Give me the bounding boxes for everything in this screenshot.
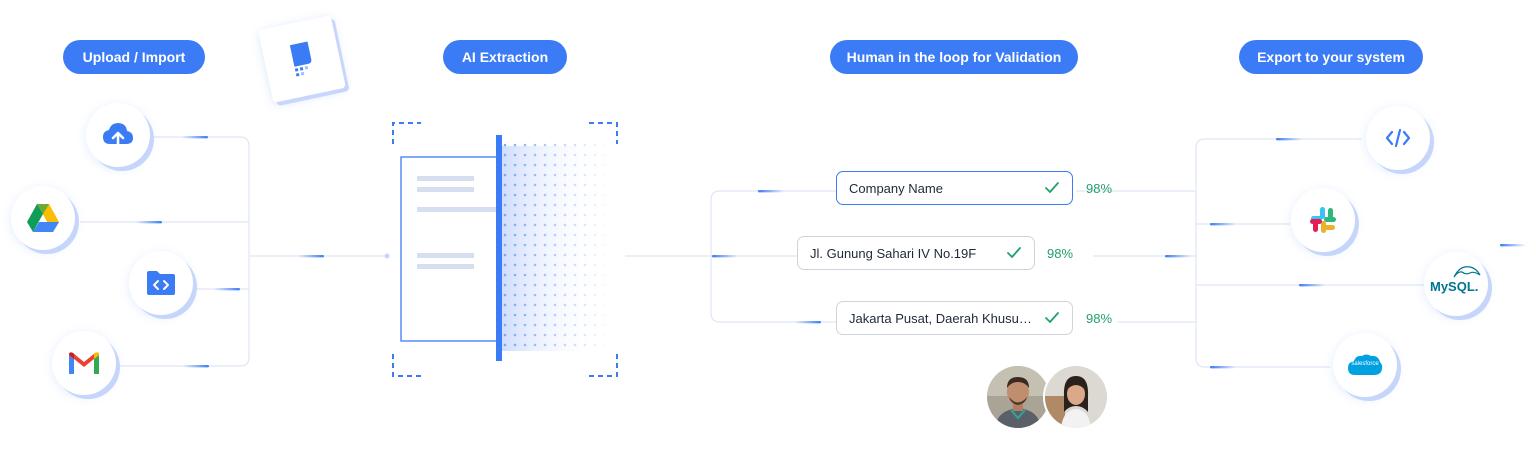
person-avatar-icon [987,366,1049,428]
field-street-address[interactable]: Jl. Gunung Sahari IV No.19F [797,236,1035,270]
folder-code-icon [147,271,175,295]
destination-slack[interactable] [1291,188,1355,252]
field-company-name[interactable]: Company Name [836,171,1073,205]
extraction-document [392,122,618,377]
field-value: Jl. Gunung Sahari IV No.19F [810,245,977,261]
code-icon [1385,128,1411,148]
mysql-wordmark: MySQL. [1430,279,1479,294]
destination-salesforce[interactable]: salesforce [1333,333,1397,397]
stage-export-label: Export to your system [1239,40,1423,74]
salesforce-icon: salesforce [1347,353,1383,377]
confidence-score: 98% [1086,181,1113,196]
check-icon [1007,247,1021,258]
google-drive-icon [27,204,59,232]
field-city-region[interactable]: Jakarta Pusat, Daerah Khusus Ibukota Jak… [836,301,1073,335]
destination-code-api[interactable] [1366,106,1430,170]
confidence-score: 98% [1086,311,1113,326]
brand-logo-icon [289,41,312,77]
person-avatar-icon [1045,366,1107,428]
stage-extraction-label: AI Extraction [443,40,567,74]
source-folder-code[interactable] [129,251,193,315]
source-cloud-upload[interactable] [86,103,150,167]
confidence-score: 98% [1047,246,1074,261]
check-icon [1045,182,1059,193]
field-value: Jakarta Pusat, Daerah Khusus Ibukota Jak… [849,310,1036,326]
middle-flow-dashes [712,138,1526,369]
gmail-icon [69,352,99,374]
cloud-upload-icon [103,123,133,149]
slack-icon [1310,207,1336,233]
field-value: Company Name [849,180,943,196]
check-icon [1045,312,1059,323]
salesforce-wordmark: salesforce [1351,361,1379,367]
reviewer-avatar-male [985,364,1051,430]
left-connectors [80,136,387,367]
source-google-drive[interactable] [11,186,75,250]
reviewer-avatar-female [1043,364,1109,430]
destination-mysql[interactable]: MySQL. [1424,252,1488,316]
source-gmail[interactable] [52,331,116,395]
left-flow-dashes [136,136,324,368]
stage-upload-label: Upload / Import [63,40,205,74]
brand-logo-tile [258,15,346,103]
stage-validation-label: Human in the loop for Validation [830,40,1078,74]
mysql-icon: MySQL. [1428,266,1484,299]
